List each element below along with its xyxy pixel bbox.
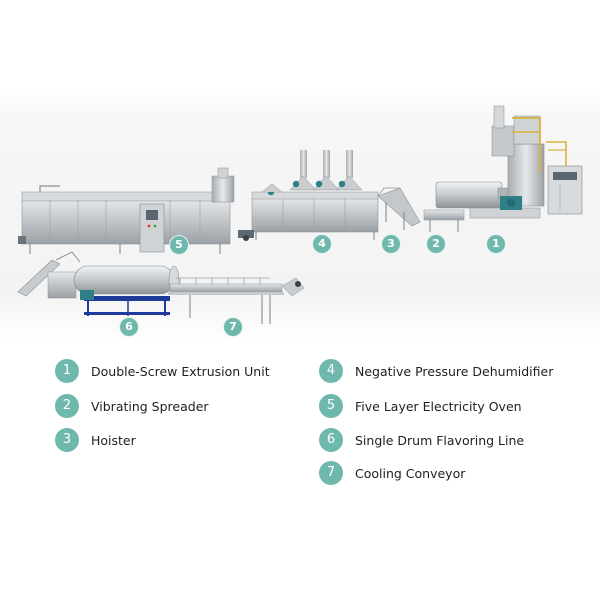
legend-label: Double-Screw Extrusion Unit: [91, 363, 270, 379]
legend-label: Five Layer Electricity Oven: [355, 398, 522, 414]
callout-badge-4: 4: [313, 235, 331, 253]
production-line-illustration: [17, 105, 583, 324]
five-layer-oven: [18, 167, 235, 254]
legend-item-5: 5 Five Layer Electricity Oven: [319, 394, 522, 418]
legend-label: Negative Pressure Dehumidifier: [355, 363, 554, 379]
cooling-conveyor: [168, 277, 305, 324]
callout-badge-2: 2: [427, 235, 445, 253]
double-screw-extruder: [435, 105, 583, 219]
legend-label: Cooling Conveyor: [355, 465, 466, 481]
legend-item-1: 1 Double-Screw Extrusion Unit: [55, 359, 270, 383]
legend-label: Single Drum Flavoring Line: [355, 432, 525, 448]
legend-number: 5: [319, 394, 343, 418]
legend-number: 1: [55, 359, 79, 383]
legend-number: 4: [319, 359, 343, 383]
legend-number: 3: [55, 428, 79, 452]
callout-badge-3: 3: [382, 235, 400, 253]
legend-item-3: 3 Hoister: [55, 428, 136, 452]
legend-label: Vibrating Spreader: [91, 398, 209, 414]
callout-badge-6: 6: [120, 318, 138, 336]
legend-label: Hoister: [91, 432, 136, 448]
callout-badge-5: 5: [170, 236, 188, 254]
legend-item-2: 2 Vibrating Spreader: [55, 394, 209, 418]
single-drum-flavoring-line: [17, 251, 180, 316]
callout-badge-1: 1: [487, 235, 505, 253]
legend-item-4: 4 Negative Pressure Dehumidifier: [319, 359, 553, 383]
vibrating-spreader: [423, 209, 465, 232]
legend-item-6: 6 Single Drum Flavoring Line: [319, 428, 524, 452]
hoister: [377, 187, 421, 230]
legend-number: 2: [55, 394, 79, 418]
legend-item-7: 7 Cooling Conveyor: [319, 461, 465, 485]
legend-number: 7: [319, 461, 343, 485]
callout-badge-7: 7: [224, 318, 242, 336]
negative-pressure-dehumidifier: [238, 150, 379, 241]
legend-number: 6: [319, 428, 343, 452]
